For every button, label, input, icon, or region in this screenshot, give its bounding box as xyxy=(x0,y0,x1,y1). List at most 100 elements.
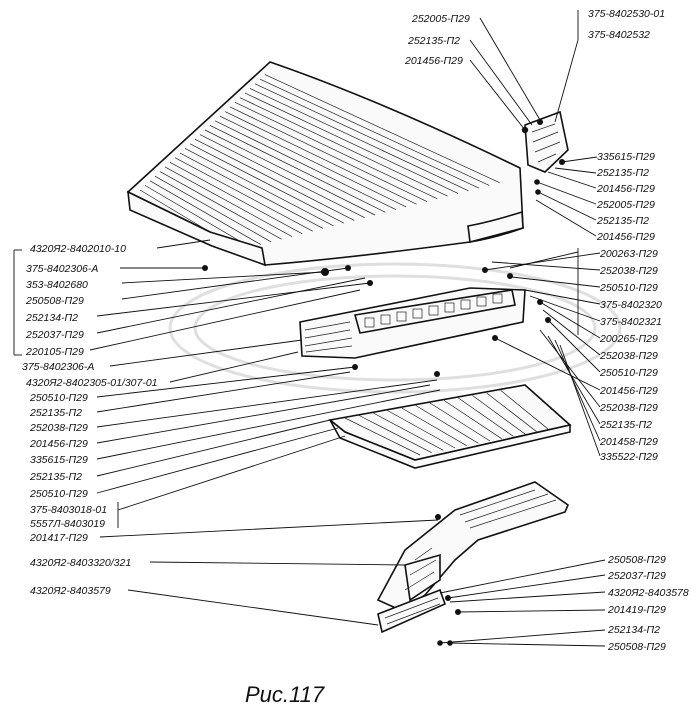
hatch-line xyxy=(429,402,491,442)
hatch-line xyxy=(219,115,407,208)
hatch-line xyxy=(373,412,444,451)
callout-label: 252135-П2 xyxy=(29,471,82,483)
callout-label: 353-8402680 xyxy=(26,279,88,291)
hatch-line xyxy=(486,392,537,432)
floor-hatching xyxy=(344,390,549,456)
hatch-line xyxy=(199,134,365,219)
callout-label: 252038-П29 xyxy=(599,402,658,414)
callout-label: 201456-П29 xyxy=(599,385,658,397)
callout-label: 4320Я2-8403578 xyxy=(608,587,689,599)
hatch-line xyxy=(229,106,428,202)
callout-label: 252037-П29 xyxy=(25,329,84,341)
callout-label: 250510-П29 xyxy=(599,282,658,294)
hatch-line xyxy=(249,88,469,192)
hatch-line xyxy=(259,78,490,186)
hatch-line xyxy=(209,125,386,213)
hatch-line xyxy=(224,111,417,205)
callout-label: 220105-П29 xyxy=(25,346,84,358)
hatch-line xyxy=(149,180,261,245)
hatch-line xyxy=(204,129,376,216)
frame-slot xyxy=(364,317,375,328)
callout-label: 252005-П29 xyxy=(411,13,470,25)
wing-hatching xyxy=(139,74,500,251)
callout-label: 250510-П29 xyxy=(599,367,658,379)
hatch-line xyxy=(169,161,303,235)
mount-bracket-top xyxy=(521,110,569,195)
hatch-line xyxy=(458,397,514,437)
hatch-line xyxy=(154,175,272,243)
callout-label: 252134-П2 xyxy=(607,624,660,636)
frame-slot xyxy=(428,305,439,316)
callout-label: 252038-П29 xyxy=(599,350,658,362)
callout-label: 335522-П29 xyxy=(600,451,658,463)
callout-label: 201458-П29 xyxy=(599,436,658,448)
callout-label: 335615-П29 xyxy=(30,454,88,466)
callout-label: 201456-П29 xyxy=(29,438,88,450)
hatch-line xyxy=(164,166,293,237)
callout-label: 250508-П29 xyxy=(607,554,666,566)
lower-sill-member xyxy=(376,481,569,646)
callout-label: 250510-П29 xyxy=(29,392,88,404)
frame-slot xyxy=(460,299,471,310)
hatch-line xyxy=(472,395,526,435)
callout-label: 252135-П2 xyxy=(407,35,460,47)
callout-label: 201419-П29 xyxy=(607,604,666,616)
hatch-line xyxy=(234,101,438,200)
callout-label: 250508-П29 xyxy=(25,295,84,307)
callout-label: 375-8402306-А xyxy=(22,361,94,373)
watermark-logo xyxy=(168,262,622,394)
leader-lines xyxy=(13,10,606,647)
frame-slot xyxy=(492,293,503,304)
hatch-line xyxy=(500,390,549,430)
hatch-line xyxy=(264,74,500,184)
callout-label: 200265-П29 xyxy=(599,333,658,345)
hatch-line xyxy=(189,143,345,224)
callout-label: 252038-П29 xyxy=(599,265,658,277)
callout-label: 335615-П29 xyxy=(597,151,655,163)
hatch-line xyxy=(443,400,502,439)
callout-label: 375-8402306-А xyxy=(26,263,98,275)
upper-wing-panel xyxy=(126,61,524,267)
callout-label: 200263-П29 xyxy=(599,248,658,260)
middle-frame xyxy=(202,265,551,377)
callout-label: 252005-П29 xyxy=(596,199,655,211)
callout-label: 252135-П2 xyxy=(29,407,82,419)
figure-caption: Рис.117 xyxy=(245,682,325,707)
hatch-line xyxy=(254,83,479,189)
callout-label: 252037-П29 xyxy=(607,570,666,582)
frame-slot xyxy=(380,314,391,325)
callout-label: 252038-П29 xyxy=(29,422,88,434)
callout-label: 201456-П29 xyxy=(596,183,655,195)
callout-label: 252134-П2 xyxy=(25,312,78,324)
hatch-line xyxy=(244,92,459,194)
hatch-line xyxy=(159,171,282,240)
callout-label: 201456-П29 xyxy=(596,231,655,243)
callout-label: 250510-П29 xyxy=(29,488,88,500)
hatch-line xyxy=(194,138,355,221)
hatch-line xyxy=(344,417,421,456)
hatch-line xyxy=(144,185,251,248)
callout-label: 4320Я2-8403320/321 xyxy=(30,557,131,569)
callout-label: 201456-П29 xyxy=(404,55,463,67)
hatch-line xyxy=(174,157,313,232)
hatch-line xyxy=(415,405,479,444)
callout-label: 201417-П29 xyxy=(29,532,88,544)
callout-label: 252135-П2 xyxy=(599,419,652,431)
callout-label: 4320Я2-8402010-10 xyxy=(30,243,126,255)
hatch-line xyxy=(184,148,334,227)
hatch-line xyxy=(239,97,448,197)
callout-label: 4320Я2-8402305-01/307-01 xyxy=(26,377,158,389)
callout-label: 375-8402320 xyxy=(600,299,662,311)
hatch-line xyxy=(387,410,456,449)
callout-label: 252135-П2 xyxy=(596,167,649,179)
frame-slot xyxy=(444,302,455,313)
frame-slot xyxy=(476,296,487,307)
hatch-line xyxy=(359,415,432,453)
frame-slot xyxy=(396,311,407,322)
callout-label: 4320Я2-8403579 xyxy=(30,585,111,597)
floor-panel xyxy=(328,384,572,469)
callout-label: 375-8403018-01 xyxy=(30,504,107,516)
hatch-line xyxy=(214,120,396,210)
callout-label: 5557Л-8403019 xyxy=(30,518,105,530)
